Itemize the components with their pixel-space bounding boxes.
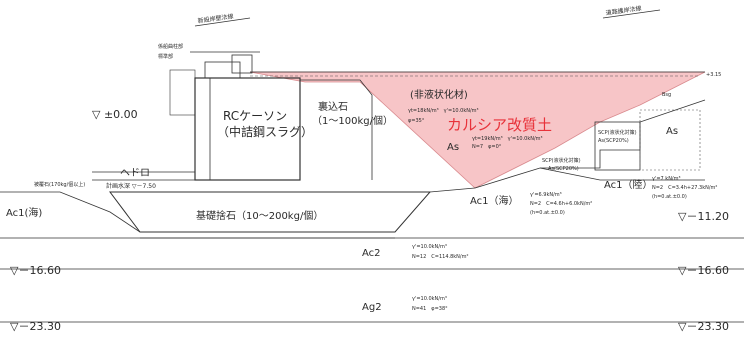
ag2-label: Ag2 (362, 302, 382, 313)
ac1-land-props-2: N=2 C=3.4h+27.3kN/m² (652, 185, 717, 191)
as-right-label: As (666, 126, 678, 137)
elev-000: ▽ ±0.00 (92, 108, 138, 121)
ac2-label: Ac2 (362, 248, 381, 259)
ac1-sea-props-1: γ'=6.9kN/m³ (530, 192, 562, 198)
elev-plan-depth: 計画水深 ▽－7.50 (106, 182, 156, 190)
elev-right-1660: ▽－16.60 (678, 264, 729, 277)
rc-caisson (194, 77, 301, 181)
note-standard: 標準部 (158, 53, 173, 60)
ac1-sea-label: Ac1（海） (470, 194, 519, 207)
hedoro-label: ヘドロ (120, 168, 150, 179)
backfill-stone-outline (300, 79, 373, 180)
toe-protection-note: 被覆石(170kg/個以上) (34, 181, 85, 188)
ac1-sea-props-2: N=2 C=4.6h+6.0kN/m² (530, 201, 592, 207)
ag2-props-1: γ'=10.0kN/m³ (412, 296, 447, 302)
seabed-left-line (0, 191, 141, 233)
ac1-land-props-1: γ'=7 kN/m³ (652, 176, 681, 182)
ag2-props-2: N=41 φ=38° (412, 306, 448, 312)
backfill-label: 裏込石 (318, 100, 348, 113)
nonliquefiable-props: γt=18kN/m³ γ'=10.0kN/m³ (408, 108, 479, 114)
ac1-land-label: Ac1（陸） (604, 178, 653, 191)
as-props: γt=19kN/m³ γ'=10.0kN/m³ (472, 136, 543, 142)
scp-mid-sublabel: As(SCP20%) (548, 166, 579, 172)
elev-left-1660: ▽－16.60 (10, 264, 61, 277)
as-label: As (447, 142, 459, 153)
elev-right-2330: ▽－23.30 (678, 320, 729, 333)
note-mooring: 係船曲柱部 (158, 43, 183, 50)
caisson-crown (231, 54, 253, 74)
calcia-improved-soil-zone (249, 71, 706, 189)
ac1-land-props-3: (h=0.at.±0.0) (652, 194, 687, 200)
ac1-sea-left-label: Ac1(海) (6, 206, 42, 219)
right-as-block (639, 109, 701, 171)
as-props-2: N=7 φ=0° (472, 144, 502, 150)
foundation-label: 基礎捨石（10～200kg/個） (196, 209, 323, 222)
elev-right-top: +3.15 (706, 72, 721, 78)
scp-mid-label: SCP(液状化対策) (542, 157, 581, 164)
nonliquefiable-phi: φ=35° (408, 118, 425, 124)
ac1-sea-props-3: (h=0.at.±0.0) (530, 210, 565, 216)
elev-left-2330: ▽－23.30 (10, 320, 61, 333)
scp-right-label: SCP(液状化対策) (598, 129, 637, 136)
backfill-sublabel: （1～100kg/個） (312, 114, 393, 127)
nonliquefiable-title: (非液状化材) (410, 88, 468, 101)
caisson-top-cap (204, 61, 241, 79)
ac1-land-top-line (539, 167, 705, 181)
ac2-props-1: γ'=10.0kN/m³ (412, 244, 447, 250)
bsg-label: Bsg (662, 92, 671, 98)
right-road-underline (602, 9, 661, 19)
calcia-soil-label: カルシア改質土 (447, 116, 552, 134)
scp-right-sublabel: As(SCP20%) (598, 138, 629, 144)
left-road-underline (194, 17, 251, 27)
elev-right-1120: ▽－11.20 (678, 210, 729, 223)
hatched-wall (169, 69, 196, 116)
ac1-sea-top-line (429, 187, 476, 193)
ac2-props-2: N=12 C=114.8kN/m² (412, 254, 468, 260)
caisson-sublabel: （中詰鋼スラグ） (217, 124, 313, 139)
caisson-label: RCケーソン (223, 109, 287, 123)
